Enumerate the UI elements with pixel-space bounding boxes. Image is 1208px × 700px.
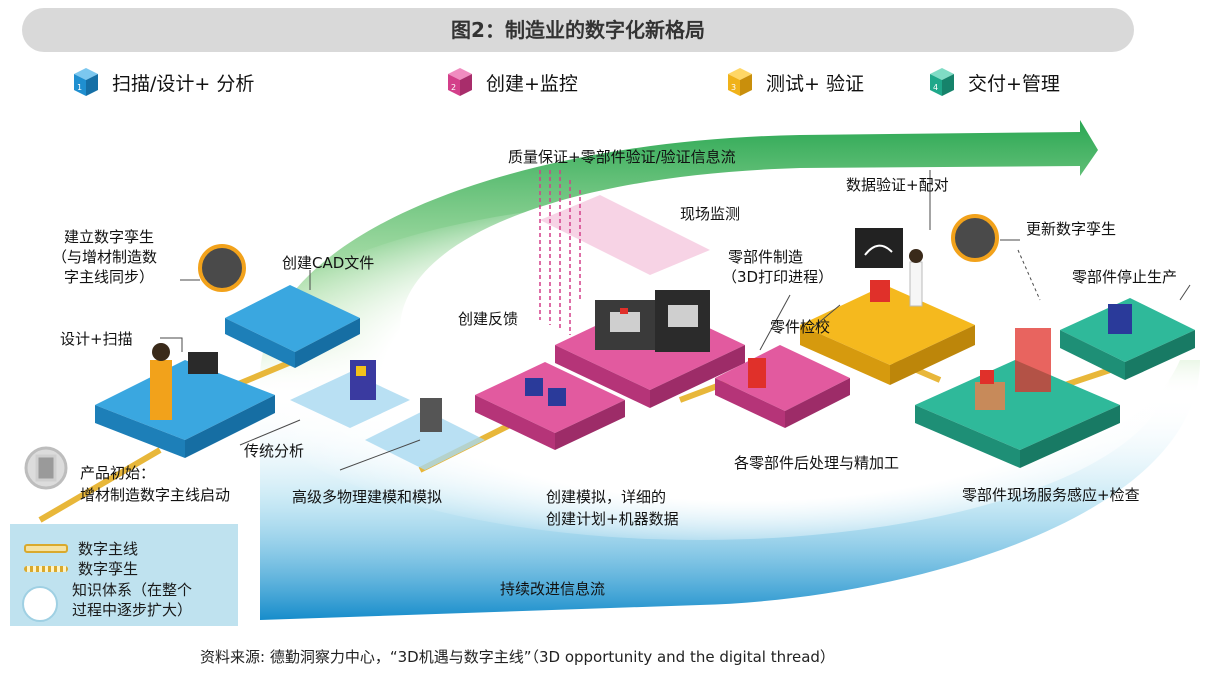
platform-field-service xyxy=(915,328,1120,468)
phase-2: 2 创建+监控 xyxy=(448,68,578,96)
platform-modeling xyxy=(365,398,485,470)
phase-4: 4 交付+管理 xyxy=(930,68,1060,96)
phase-label: 交付+管理 xyxy=(968,72,1060,95)
label-create-sim-2: 创建计划+机器数据 xyxy=(546,510,679,528)
legend-digital-twin: 数字孪生 xyxy=(24,558,138,579)
legend-digital-thread: 数字主线 xyxy=(24,538,138,559)
page-title: 图2：制造业的数字化新格局 xyxy=(22,8,1134,52)
label-product-start-1: 产品初始： xyxy=(80,464,156,482)
phase-1: 1 扫描/设计+ 分析 xyxy=(74,68,254,96)
label-continuous-flow: 持续改进信息流 xyxy=(500,580,606,598)
label-create-twin-2: （与增材制造数 xyxy=(52,248,158,266)
platform-design xyxy=(95,343,275,458)
label-traditional-analysis: 传统分析 xyxy=(244,442,305,460)
svg-text:2: 2 xyxy=(451,83,456,92)
label-field-service: 零部件现场服务感应+检查 xyxy=(962,486,1140,504)
label-part-mfg-2: （3D打印进程） xyxy=(722,268,834,286)
twin-swatch xyxy=(24,565,68,572)
cube-icon: 4 xyxy=(930,68,954,96)
platform-verify xyxy=(800,228,975,385)
label-product-start-2: 增材制造数字主线启动 xyxy=(80,486,231,504)
legend-knowledge: 知识体系（在整个 过程中逐步扩大） xyxy=(72,580,192,620)
legend-label: 知识体系（在整个 xyxy=(72,581,193,599)
label-advanced-modeling: 高级多物理建模和模拟 xyxy=(292,488,443,506)
label-create-twin-3: 字主线同步） xyxy=(64,268,155,286)
platform-analysis xyxy=(290,360,410,428)
monitoring-panel xyxy=(540,195,710,275)
label-create-twin-1: 建立数字孪生 xyxy=(64,228,155,246)
phase-3: 3 测试+ 验证 xyxy=(728,68,864,96)
label-create-feedback: 创建反馈 xyxy=(458,310,519,328)
label-data-verify: 数据验证+配对 xyxy=(846,176,949,194)
phase-label: 扫描/设计+ 分析 xyxy=(112,72,255,95)
phase-label: 创建+监控 xyxy=(486,72,578,95)
legend: 数字主线 数字孪生 知识体系（在整个 过程中逐步扩大） xyxy=(10,524,238,626)
label-create-sim-1: 创建模拟，详细的 xyxy=(546,488,667,506)
label-part-stop: 零部件停止生产 xyxy=(1072,268,1178,286)
legend-label: 数字孪生 xyxy=(78,560,139,578)
feedback-arrows xyxy=(539,170,581,335)
label-create-cad: 创建CAD文件 xyxy=(282,254,375,272)
platform-postprocess xyxy=(715,345,850,428)
leader-lines xyxy=(160,170,1191,471)
label-update-twin: 更新数字孪生 xyxy=(1026,220,1117,238)
thread-swatch xyxy=(24,544,68,553)
legend-label: 过程中逐步扩大） xyxy=(72,601,193,619)
svg-text:3: 3 xyxy=(731,83,736,92)
source-note: 资料来源: 德勤洞察力中心，“3D机遇与数字主线”（3D opportunity… xyxy=(200,648,835,666)
platform-end xyxy=(1060,298,1195,380)
label-part-mfg-1: 零部件制造 xyxy=(728,248,804,266)
label-quality-flow: 质量保证+零部件验证/验证信息流 xyxy=(508,148,736,166)
svg-text:1: 1 xyxy=(77,83,82,92)
svg-text:4: 4 xyxy=(933,83,938,92)
label-post-process: 各零部件后处理与精加工 xyxy=(734,454,900,472)
platform-printing xyxy=(555,290,745,408)
label-design-scan: 设计+扫描 xyxy=(60,330,133,348)
cube-icon: 3 xyxy=(728,68,752,96)
label-onsite-monitor: 现场监测 xyxy=(680,205,741,223)
cube-icon: 1 xyxy=(74,68,98,96)
product-start-icon xyxy=(24,446,68,490)
knowledge-icon xyxy=(22,586,58,622)
twin-ring-icons xyxy=(198,214,999,292)
platform-cad xyxy=(225,285,360,368)
legend-label: 数字主线 xyxy=(78,540,139,558)
label-part-check: 零件检校 xyxy=(770,318,831,336)
platform-simulation xyxy=(475,362,625,450)
cube-icon: 2 xyxy=(448,68,472,96)
phase-label: 测试+ 验证 xyxy=(766,72,864,95)
